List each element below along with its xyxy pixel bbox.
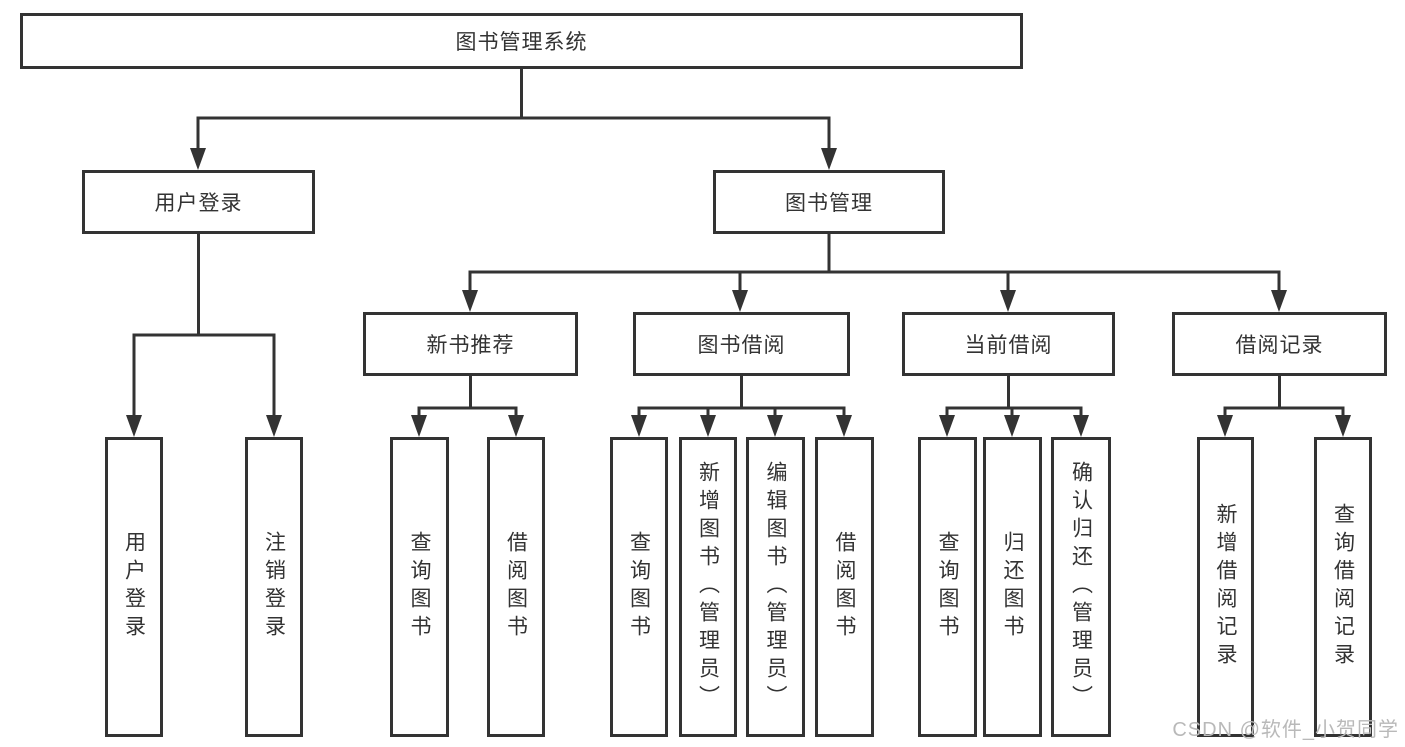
node-book-borrowing: 图书借阅 <box>633 312 850 376</box>
leaf-edit-books-admin: 编辑图书（管理员） <box>746 437 805 737</box>
node-library-management-system: 图书管理系统 <box>20 13 1023 69</box>
node-label: 当前借阅 <box>964 334 1053 357</box>
csdn-watermark: CSDN @软件_小贺同学 <box>1172 719 1399 741</box>
leaf-label: 用户登录 <box>122 531 146 643</box>
leaf-label: 新增图书（管理员） <box>696 461 720 713</box>
leaf-return-books: 归还图书 <box>983 437 1042 737</box>
leaf-borrow-books-recommendation: 借阅图书 <box>487 437 545 737</box>
node-label: 图书管理系统 <box>455 31 588 54</box>
node-borrowing-records: 借阅记录 <box>1172 312 1387 376</box>
leaf-label: 查询图书 <box>627 531 651 643</box>
leaf-label: 归还图书 <box>1001 531 1024 643</box>
node-label: 图书借阅 <box>697 334 786 357</box>
leaf-label: 借阅图书 <box>833 531 856 643</box>
leaf-label: 查询图书 <box>936 531 959 643</box>
leaf-confirm-return-admin: 确认归还（管理员） <box>1051 437 1111 737</box>
leaf-label: 注销登录 <box>262 531 286 643</box>
leaf-query-borrow-record: 查询借阅记录 <box>1314 437 1372 737</box>
leaf-borrow-books: 借阅图书 <box>815 437 874 737</box>
leaf-label: 查询借阅记录 <box>1331 503 1355 671</box>
leaf-logout: 注销登录 <box>245 437 303 737</box>
leaf-query-books-current: 查询图书 <box>918 437 977 737</box>
leaf-label: 编辑图书（管理员） <box>764 461 787 713</box>
node-label: 图书管理 <box>785 192 873 215</box>
leaf-add-books-admin: 新增图书（管理员） <box>679 437 737 737</box>
leaf-add-borrow-record: 新增借阅记录 <box>1197 437 1254 737</box>
leaf-query-books-borrowing: 查询图书 <box>610 437 668 737</box>
node-label: 用户登录 <box>154 192 243 215</box>
leaf-user-login: 用户登录 <box>105 437 163 737</box>
leaf-label: 借阅图书 <box>504 531 528 643</box>
node-new-book-recommendation: 新书推荐 <box>363 312 578 376</box>
node-label: 借阅记录 <box>1235 334 1324 357</box>
leaf-query-books-recommendation: 查询图书 <box>390 437 449 737</box>
node-current-borrowing: 当前借阅 <box>902 312 1115 376</box>
leaf-label: 新增借阅记录 <box>1214 503 1237 671</box>
node-label: 新书推荐 <box>426 334 515 357</box>
node-book-management: 图书管理 <box>713 170 945 234</box>
leaf-label: 确认归还（管理员） <box>1069 461 1093 713</box>
leaf-label: 查询图书 <box>408 531 431 643</box>
node-user-login: 用户登录 <box>82 170 315 234</box>
